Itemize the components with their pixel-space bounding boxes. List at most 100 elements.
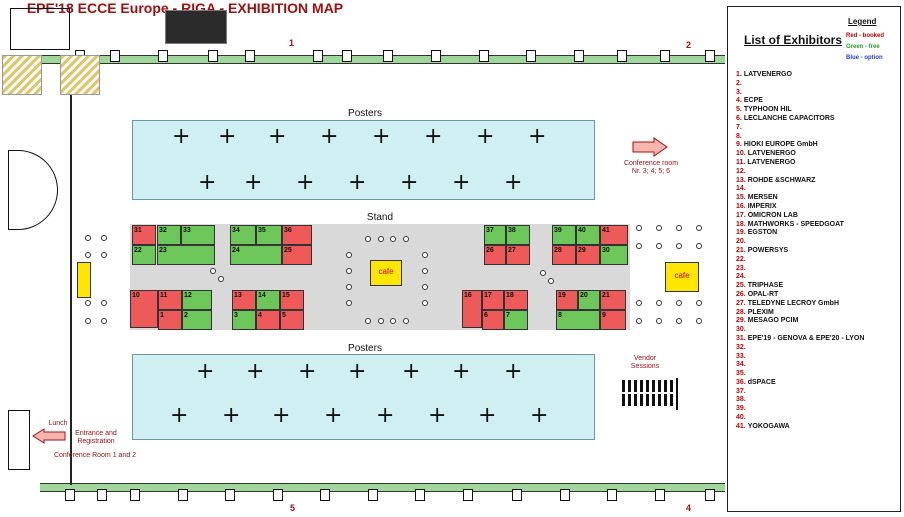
poster-stand-mark: +	[298, 359, 317, 384]
booth-17[interactable]: 17	[482, 290, 504, 310]
booth-39[interactable]: 39	[552, 225, 576, 245]
cafe-right[interactable]: cafe	[665, 262, 699, 292]
table-dot	[696, 243, 702, 249]
booth-6[interactable]: 6	[482, 310, 504, 330]
wall-pillar	[463, 489, 473, 501]
exhibitor-item: 11.LATVENERGO	[736, 159, 864, 168]
booth-21[interactable]: 21	[600, 290, 626, 310]
poster-stand-mark: +	[528, 124, 547, 149]
booth-28[interactable]: 28	[552, 245, 576, 265]
staircase	[8, 150, 58, 230]
exhibitor-number: 40.	[736, 414, 746, 422]
booth-13[interactable]: 13	[232, 290, 256, 310]
wall-pillar	[512, 489, 522, 501]
booth-14[interactable]: 14	[256, 290, 280, 310]
exhibitor-number: 7.	[736, 123, 742, 131]
exhibitor-item: 39.	[736, 405, 864, 414]
poster-stand-mark: +	[272, 403, 291, 428]
booth-1[interactable]: 1	[158, 310, 182, 330]
booth-34[interactable]: 34	[230, 225, 256, 245]
table-dot	[548, 278, 554, 284]
booth-2[interactable]: 2	[182, 310, 212, 330]
exhibitor-name: LECLANCHE CAPACITORS	[743, 114, 835, 122]
table-dot	[85, 300, 91, 306]
poster-stand-mark: +	[478, 403, 497, 428]
poster-stand-mark: +	[324, 403, 343, 428]
booth-29[interactable]: 29	[576, 245, 600, 265]
poster-stand-mark: +	[372, 124, 391, 149]
wall-pillar	[97, 489, 107, 501]
exhibitor-item: 33.	[736, 353, 864, 362]
exhibitor-number: 27.	[736, 299, 746, 307]
booth-33[interactable]: 33	[181, 225, 215, 245]
exhibitor-item: 30.	[736, 326, 864, 335]
booth-31[interactable]: 31	[132, 225, 156, 245]
booth-15[interactable]: 15	[280, 290, 304, 310]
table-dot	[390, 236, 396, 242]
exhibitor-item: 21.POWERSYS	[736, 247, 864, 256]
exhibitor-name: TELEDYNE LECROY GmbH	[747, 299, 840, 307]
booth-10[interactable]: 10	[130, 290, 158, 328]
booth-27[interactable]: 27	[506, 245, 530, 265]
wall-pillar	[526, 50, 536, 62]
booth-11[interactable]: 11	[158, 290, 182, 310]
exhibitor-number: 39.	[736, 405, 746, 413]
exhibitor-number: 30.	[736, 326, 746, 334]
vendor-seat	[640, 380, 643, 392]
booth-5[interactable]: 5	[280, 310, 304, 330]
exhibitor-number: 1.	[736, 71, 742, 78]
booth-22[interactable]: 22	[132, 245, 156, 265]
exhibitor-number: 2.	[736, 79, 742, 87]
cafe-center[interactable]: cafe	[370, 260, 402, 286]
poster-stand-mark: +	[424, 124, 443, 149]
exhibitor-number: 18.	[736, 220, 746, 228]
table-dot	[101, 300, 107, 306]
exhibitor-item: 4.ECPE	[736, 97, 864, 106]
wall-pillar	[130, 489, 140, 501]
exhibitor-number: 31.	[736, 334, 746, 342]
exhibitor-item: 9.HIOKI EUROPE GmbH	[736, 141, 864, 150]
booth-8[interactable]: 8	[556, 310, 600, 330]
table-dot	[101, 252, 107, 258]
booth-35[interactable]: 35	[256, 225, 282, 245]
wall-pillar	[574, 50, 584, 62]
booth-26[interactable]: 26	[484, 245, 506, 265]
booth-23[interactable]: 23	[157, 245, 215, 265]
stand-label: Stand	[366, 212, 394, 223]
exhibitor-item: 6.LECLANCHE CAPACITORS	[736, 115, 864, 124]
booth-3[interactable]: 3	[232, 310, 256, 330]
booth-32[interactable]: 32	[157, 225, 181, 245]
table-dot	[636, 243, 642, 249]
booth-20[interactable]: 20	[578, 290, 600, 310]
wall-pillar	[65, 489, 75, 501]
booth-9[interactable]: 9	[600, 310, 626, 330]
booth-4[interactable]: 4	[256, 310, 280, 330]
booth-36[interactable]: 36	[282, 225, 312, 245]
booth-38[interactable]: 38	[506, 225, 530, 245]
exhibitor-item: 10.LATVENERGO	[736, 150, 864, 159]
vendor-seat	[670, 380, 673, 392]
exhibitor-item: 22.	[736, 256, 864, 265]
booth-30[interactable]: 30	[600, 245, 628, 265]
table-dot	[540, 270, 546, 276]
exhibitor-number: 3.	[736, 88, 742, 96]
wall-pillar	[431, 50, 441, 62]
vendor-seat	[628, 394, 631, 406]
exhibitor-name: LATVENERGO	[743, 71, 792, 78]
booth-40[interactable]: 40	[576, 225, 600, 245]
table-dot	[85, 318, 91, 324]
booth-18[interactable]: 18	[504, 290, 528, 310]
booth-12[interactable]: 12	[182, 290, 212, 310]
vendor-seat	[634, 380, 637, 392]
booth-41[interactable]: 41	[600, 225, 628, 245]
booth-7[interactable]: 7	[504, 310, 528, 330]
booth-37[interactable]: 37	[484, 225, 506, 245]
booth-24[interactable]: 24	[230, 245, 282, 265]
exhibitor-item: 2.	[736, 80, 864, 89]
exhibitor-item: 23.	[736, 265, 864, 274]
booth-25[interactable]: 25	[282, 245, 312, 265]
vendor-seat	[646, 394, 649, 406]
poster-stand-mark: +	[400, 170, 419, 195]
booth-16[interactable]: 16	[462, 290, 482, 328]
booth-19[interactable]: 19	[556, 290, 578, 310]
